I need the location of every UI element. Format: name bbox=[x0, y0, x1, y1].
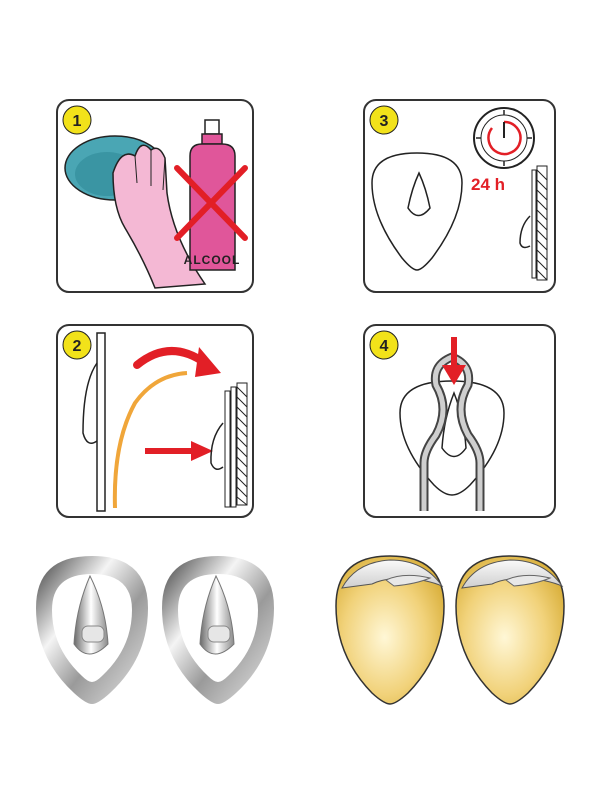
step-3-panel: 24 h 3 bbox=[362, 98, 557, 294]
timer-icon bbox=[473, 107, 535, 169]
chrome-hook-icon bbox=[36, 556, 148, 704]
step-badge bbox=[369, 105, 399, 135]
step-number: 2 bbox=[73, 338, 82, 355]
adhesive-tape-icon bbox=[112, 371, 188, 509]
right-arrow-icon bbox=[145, 441, 213, 461]
step-badge bbox=[62, 330, 92, 360]
adhesive-pad-icon bbox=[335, 555, 445, 705]
adhesive-pad-icon bbox=[455, 555, 565, 705]
step-2-panel: 2 bbox=[55, 323, 255, 519]
curved-arrow-icon bbox=[133, 347, 221, 377]
hand-icon bbox=[112, 144, 207, 289]
hook-outline-icon bbox=[371, 152, 463, 271]
step-4-panel: 4 bbox=[362, 323, 557, 519]
prohibited-cross-icon bbox=[174, 165, 248, 241]
alcohol-label: ALCOOL bbox=[184, 253, 241, 267]
step-number: 1 bbox=[73, 113, 82, 130]
down-arrow-icon bbox=[442, 337, 466, 385]
hook-with-backing-icon bbox=[82, 332, 106, 512]
duration-label: 24 h bbox=[471, 175, 505, 194]
step-badge bbox=[369, 330, 399, 360]
adhesive-pads-photo bbox=[332, 548, 572, 713]
step-1-panel: ALCOOL 1 bbox=[55, 98, 255, 294]
chrome-hooks-photo bbox=[30, 548, 280, 713]
wall-hook-icon bbox=[519, 165, 548, 281]
chrome-hook-icon bbox=[162, 556, 274, 704]
step-number: 4 bbox=[380, 338, 389, 355]
step-badge bbox=[62, 105, 92, 135]
step-number: 3 bbox=[380, 113, 389, 130]
wall-hook-icon bbox=[210, 382, 248, 508]
